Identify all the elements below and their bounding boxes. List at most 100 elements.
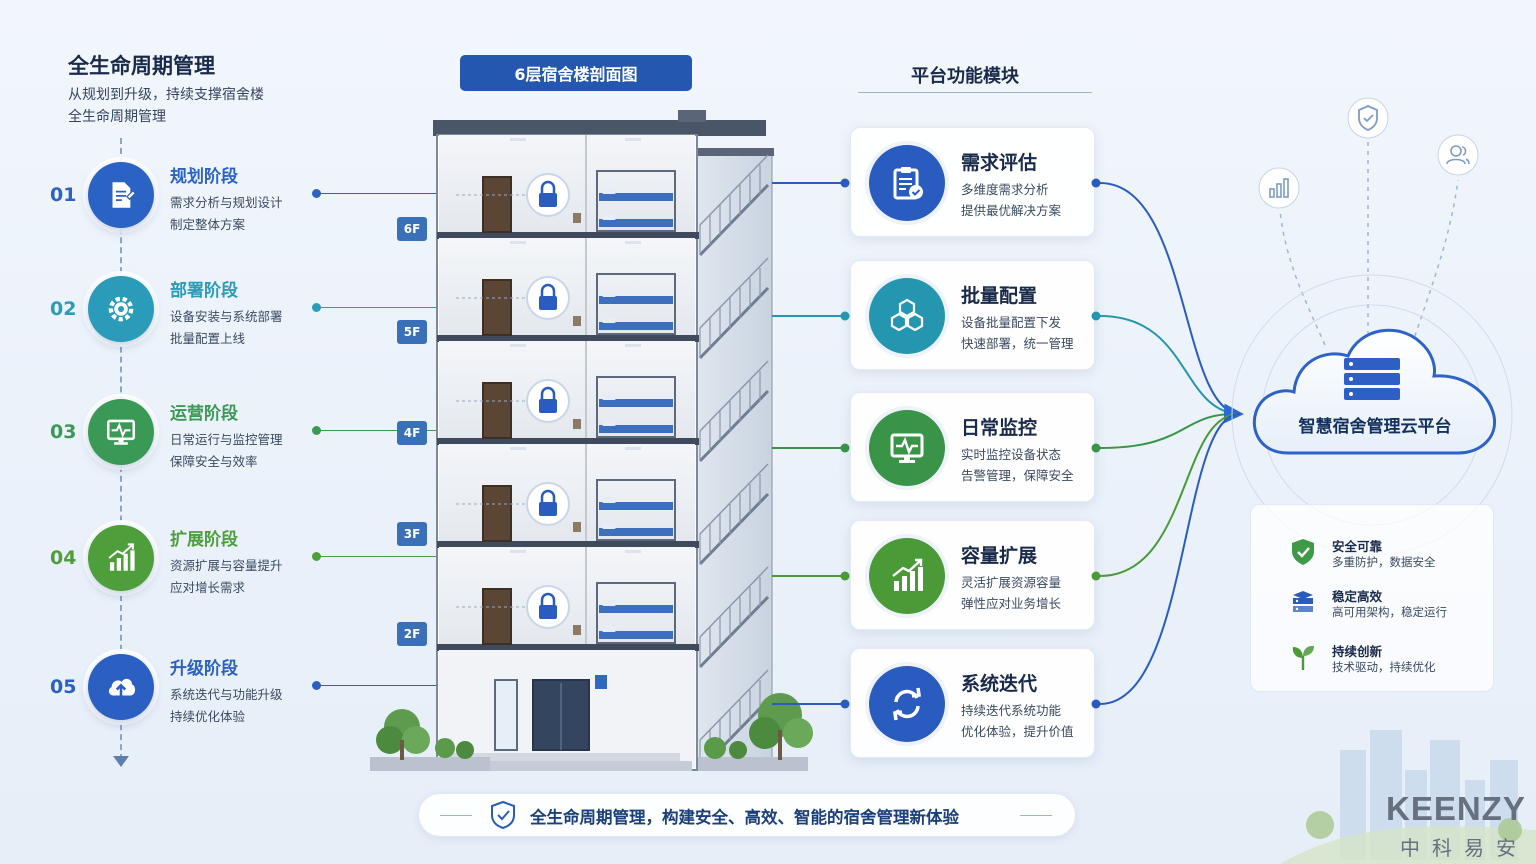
shield-check-icon [491, 800, 515, 830]
room-door [482, 588, 512, 645]
building-cross-section [370, 110, 813, 772]
feature-description: 高可用架构，稳定运行 [1332, 605, 1447, 619]
module-description: 实时监控设备状态 告警管理，保障安全 [961, 447, 1074, 483]
module-card[interactable]: 批量配置 设备批量配置下发 快速部署，统一管理 [850, 260, 1095, 370]
stage-name: 扩展阶段 [170, 530, 238, 550]
cloud-upload-icon [88, 654, 154, 720]
platform-name: 智慧宿舍管理云平台 [1298, 417, 1452, 437]
shield-outline-icon [1347, 97, 1389, 139]
users-outline-icon [1437, 134, 1479, 176]
module-name: 容量扩展 [961, 545, 1038, 567]
stage-name: 部署阶段 [170, 281, 238, 301]
stage-connector-line [316, 430, 455, 431]
stage-number: 02 [50, 298, 77, 320]
dorm-floor [437, 135, 699, 239]
stage-connector-line [316, 685, 455, 686]
cloud-platform [1252, 328, 1497, 455]
trees-left [376, 709, 474, 760]
stage-name: 运营阶段 [170, 404, 238, 424]
feature-name: 稳定高效 [1332, 589, 1383, 604]
bar-chart-outline-icon [1258, 167, 1300, 209]
roof-box [678, 110, 706, 122]
module-description: 多维度需求分析 提供最优解决方案 [961, 182, 1062, 218]
room-door [482, 382, 512, 439]
lifecycle-title: 全生命周期管理 [68, 54, 215, 78]
stair-flights [698, 154, 770, 772]
module-name: 系统迭代 [961, 673, 1038, 695]
module-card[interactable]: 系统迭代 持续迭代系统功能 优化体验，提升价值 [850, 648, 1095, 758]
feature-name: 安全可靠 [1332, 539, 1383, 554]
lifecycle-stage: 05 升级阶段 系统迭代与功能升级 持续优化体验 [40, 650, 330, 730]
gear-icon [88, 276, 154, 342]
shield-check-icon [1290, 538, 1316, 566]
server-stack-icon [1290, 588, 1316, 616]
bunk-bed [596, 479, 676, 541]
module-name: 批量配置 [961, 285, 1038, 307]
stage-connector-line [316, 193, 455, 194]
bunk-bed [596, 170, 676, 232]
planter-left [370, 757, 490, 771]
stage-description: 日常运行与监控管理 保障安全与效率 [170, 432, 283, 469]
floor-slab [437, 438, 699, 445]
stage-number: 03 [50, 421, 77, 443]
module-description: 灵活扩展资源容量 弹性应对业务增长 [961, 575, 1062, 611]
building-title: 6层宿舍楼剖面图 [460, 55, 692, 91]
lifecycle-stage: 02 部署阶段 设备安装与系统部署 批量配置上线 [40, 272, 330, 352]
bunk-bed [596, 376, 676, 438]
stage-description: 需求分析与规划设计 制定整体方案 [170, 195, 283, 232]
city-skyline [1280, 730, 1536, 864]
door-sign-icon [595, 675, 607, 689]
module-card[interactable]: 日常监控 实时监控设备状态 告警管理，保障安全 [850, 392, 1095, 502]
brand-logo: KEENZY [1386, 790, 1526, 827]
floor-label: 6F [397, 217, 427, 241]
lifecycle-stage: 04 扩展阶段 资源扩展与容量提升 应对增长需求 [40, 521, 330, 601]
bar-chart-growth-icon [88, 525, 154, 591]
bunk-bed [596, 582, 676, 644]
monitor-pulse-icon [869, 410, 945, 486]
module-card[interactable]: 需求评估 多维度需求分析 提供最优解决方案 [850, 127, 1095, 237]
stage-description: 设备安装与系统部署 批量配置上线 [170, 309, 283, 346]
module-description: 设备批量配置下发 快速部署，统一管理 [961, 315, 1074, 351]
feature-name: 持续创新 [1332, 644, 1383, 659]
platform-features-panel [1250, 504, 1494, 692]
stage-connector-line [316, 556, 455, 557]
server-icon [1344, 358, 1400, 400]
feature-description: 多重防护，数据安全 [1332, 555, 1436, 569]
banner-rule-left [440, 815, 472, 816]
module-card[interactable]: 容量扩展 灵活扩展资源容量 弹性应对业务增长 [850, 520, 1095, 630]
platform-feature: 持续创新 技术驱动，持续优化 [1290, 641, 1490, 685]
platform-feature: 安全可靠 多重防护，数据安全 [1290, 536, 1490, 580]
brand-logo-cn: 中科易安 [1400, 836, 1528, 860]
stage-name: 规划阶段 [170, 167, 238, 187]
planter-right [698, 757, 808, 771]
stage-number: 01 [50, 184, 77, 206]
platform-feature: 稳定高效 高可用架构，稳定运行 [1290, 586, 1490, 630]
floor-label: 3F [397, 522, 427, 546]
monitor-pulse-icon [88, 399, 154, 465]
bunk-bed [596, 273, 676, 335]
floor-label: 5F [397, 320, 427, 344]
stage-number: 05 [50, 676, 77, 698]
banner-rule-right [1020, 815, 1052, 816]
stage-description: 资源扩展与容量提升 应对增长需求 [170, 558, 283, 595]
room-door [482, 485, 512, 542]
room-door [482, 279, 512, 336]
bottom-banner [418, 793, 1076, 837]
lifecycle-stage: 01 规划阶段 需求分析与规划设计 制定整体方案 [40, 158, 330, 238]
banner-text: 全生命周期管理，构建安全、高效、智能的宿舍管理新体验 [530, 808, 959, 827]
feature-description: 技术驱动，持续优化 [1332, 660, 1436, 674]
sprout-icon [1290, 643, 1316, 671]
stage-description: 系统迭代与功能升级 持续优化体验 [170, 687, 283, 724]
stage-number: 04 [50, 547, 77, 569]
lifecycle-subtitle: 从规划到升级，持续支撑宿舍楼 全生命周期管理 [68, 87, 264, 125]
dorm-floor [437, 444, 699, 548]
floor-slab [437, 232, 699, 239]
dorm-floor [437, 547, 699, 651]
modules-title-divider [858, 92, 1092, 93]
refresh-cycle-icon [869, 666, 945, 742]
stage-name: 升级阶段 [170, 659, 238, 679]
module-name: 日常监控 [961, 417, 1038, 439]
floor-slab [437, 335, 699, 342]
clipboard-check-icon [869, 145, 945, 221]
